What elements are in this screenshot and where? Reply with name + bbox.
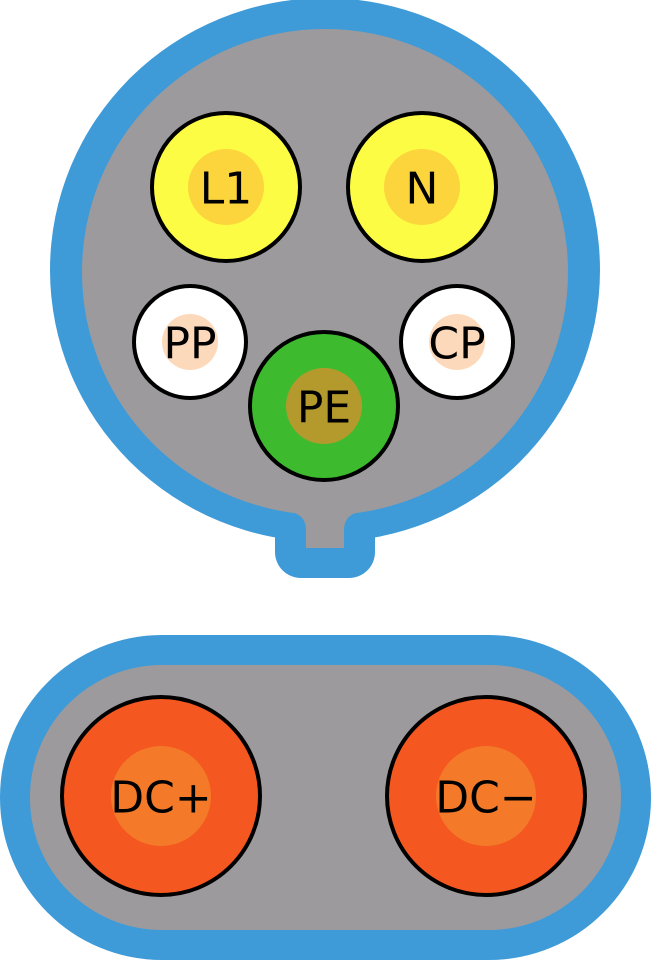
pin-contact [111,746,211,846]
pin-label: DC− [435,773,536,824]
pin-contact [429,314,485,370]
pin-pp: PP [132,284,248,400]
pin-pe: PE [248,330,400,482]
pin-l1: L1 [150,111,302,263]
pin-contact [436,746,536,846]
pin-contact [384,149,460,225]
pin-label: CP [428,319,485,370]
pin-contact [188,149,264,225]
pin-dc-plus: DC+ [60,695,262,897]
pin-label: PE [297,383,351,434]
pin-label: PP [163,319,216,370]
dc-pins: DC+ DC− [60,695,587,897]
key-tab-face [292,512,358,548]
pin-label: DC+ [110,773,211,824]
pin-contact [286,368,362,444]
pin-label: L1 [200,164,253,215]
ac-connector-housing [50,0,600,578]
ac-pins: L1 N PP CP PE [132,111,515,482]
pin-label: N [406,164,439,215]
pin-n: N [346,111,498,263]
pin-dc-minus: DC− [385,695,587,897]
pin-contact [162,314,218,370]
pin-cp: CP [399,284,515,400]
